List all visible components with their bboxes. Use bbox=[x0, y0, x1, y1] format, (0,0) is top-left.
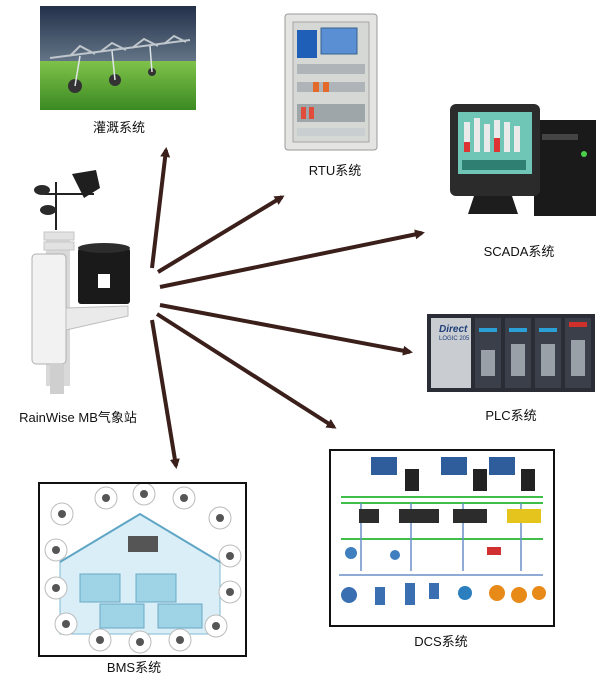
arrow-to-bms bbox=[150, 319, 180, 469]
arrow-to-dcs bbox=[155, 312, 337, 429]
label-weather-station: RainWise MB气象站 bbox=[19, 410, 137, 425]
label-dcs: DCS系统 bbox=[414, 634, 468, 649]
scada-computer-image bbox=[446, 98, 598, 228]
weather-station-image bbox=[24, 168, 144, 403]
label-scada: SCADA系统 bbox=[483, 244, 555, 259]
label-bms: BMS系统 bbox=[106, 660, 162, 675]
arrow-to-plc bbox=[159, 303, 413, 356]
plc-brand-line1: Direct bbox=[439, 324, 468, 335]
arrow-to-scada bbox=[159, 229, 425, 289]
plc-brand-line2: LOGIC 205 bbox=[439, 336, 470, 342]
rtu-cabinet-image bbox=[283, 12, 379, 152]
arrow-to-irrigation bbox=[150, 147, 171, 269]
plc-image: Direct LOGIC 205 bbox=[425, 310, 597, 398]
label-irrigation: 灌溉系统 bbox=[92, 120, 145, 135]
bms-diagram-image bbox=[38, 482, 247, 657]
irrigation-image bbox=[40, 6, 196, 110]
dcs-diagram-image bbox=[329, 449, 555, 627]
arrow-to-rtu bbox=[156, 195, 285, 274]
label-rtu: RTU系统 bbox=[308, 163, 362, 178]
label-plc: PLC系统 bbox=[485, 408, 537, 423]
